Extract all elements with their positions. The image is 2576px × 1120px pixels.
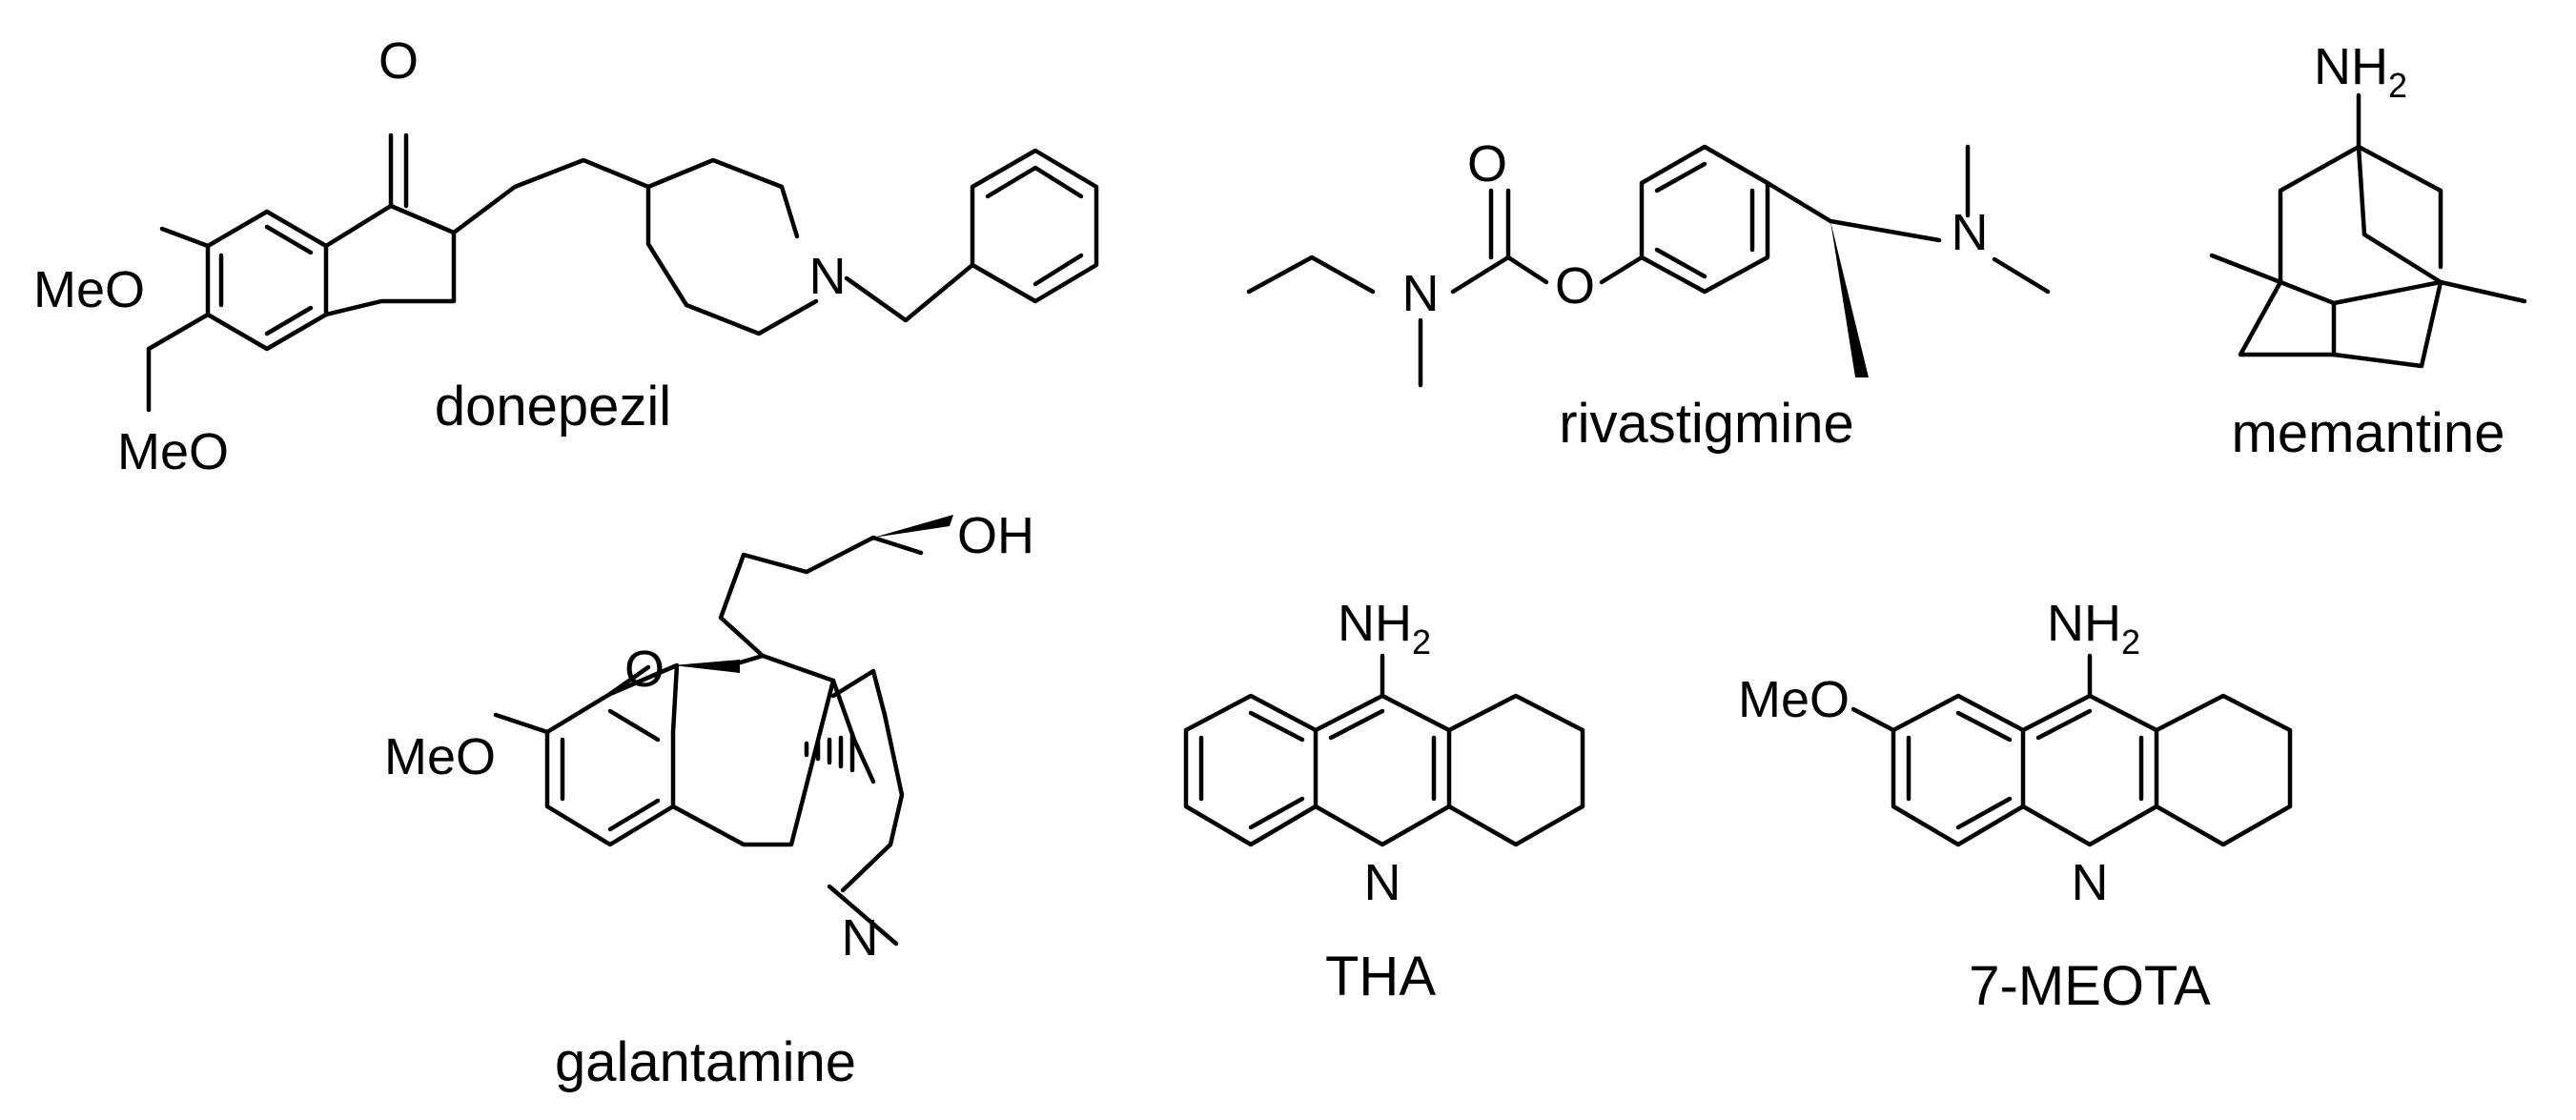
- galantamine-wedge-o: [673, 660, 740, 673]
- rivastigmine-n2-label: N: [1952, 204, 1989, 261]
- 7-meota-nh-label: NH2: [2047, 595, 2140, 662]
- donepezil-structure: [146, 132, 1099, 413]
- 7-meota-structure: [1850, 653, 2293, 847]
- memantine-nh-label: NH2: [2314, 38, 2407, 105]
- 7-meota-name: 7-MEOTA: [1969, 955, 2211, 1017]
- rivastigmine-name: rivastigmine: [1559, 393, 1853, 455]
- memantine-h2-subscript: 2: [2388, 66, 2407, 105]
- memantine-nh-text: NH: [2314, 38, 2388, 95]
- 7-meota-h2-subscript: 2: [2121, 622, 2140, 662]
- 7-meota-meo-label: MeO: [1738, 671, 1850, 728]
- galantamine-n-label: N: [842, 909, 879, 967]
- rivastigmine-n1-label: N: [1402, 265, 1440, 322]
- galantamine-oh-label: OH: [957, 507, 1034, 564]
- galantamine-meo-label: MeO: [384, 728, 496, 785]
- 7-meota-nh-text: NH: [2047, 595, 2121, 652]
- tha-n-label: N: [1364, 854, 1401, 911]
- tha-structure: [1183, 653, 1585, 847]
- 7-meota-n-label: N: [2072, 854, 2109, 911]
- donepezil-meo2-label: MeO: [117, 423, 229, 480]
- memantine-name: memantine: [2232, 402, 2505, 464]
- donepezil-name: donepezil: [435, 376, 671, 438]
- galantamine-o-label: O: [624, 641, 664, 698]
- rivastigmine-wedge-bond: [1830, 221, 1869, 377]
- galantamine-hashed-bond: [804, 733, 855, 773]
- rivastigmine-o2-label: O: [1555, 257, 1595, 315]
- galantamine-structure: [493, 535, 924, 947]
- tha-name: THA: [1325, 946, 1436, 1008]
- rivastigmine-o1-label: O: [1467, 135, 1507, 193]
- tha-nh-text: NH: [1338, 595, 1412, 652]
- galantamine-name: galantamine: [555, 1031, 856, 1093]
- donepezil-n-label: N: [809, 248, 847, 305]
- tha-h2-subscript: 2: [1412, 622, 1431, 662]
- donepezil-oxo-label: O: [378, 32, 419, 90]
- memantine-structure: [2209, 92, 2527, 369]
- galantamine-wedge-oh: [873, 515, 953, 538]
- rivastigmine-structure: [1246, 144, 2051, 388]
- donepezil-meo1-label: MeO: [33, 261, 145, 318]
- tha-nh-label: NH2: [1338, 595, 1431, 662]
